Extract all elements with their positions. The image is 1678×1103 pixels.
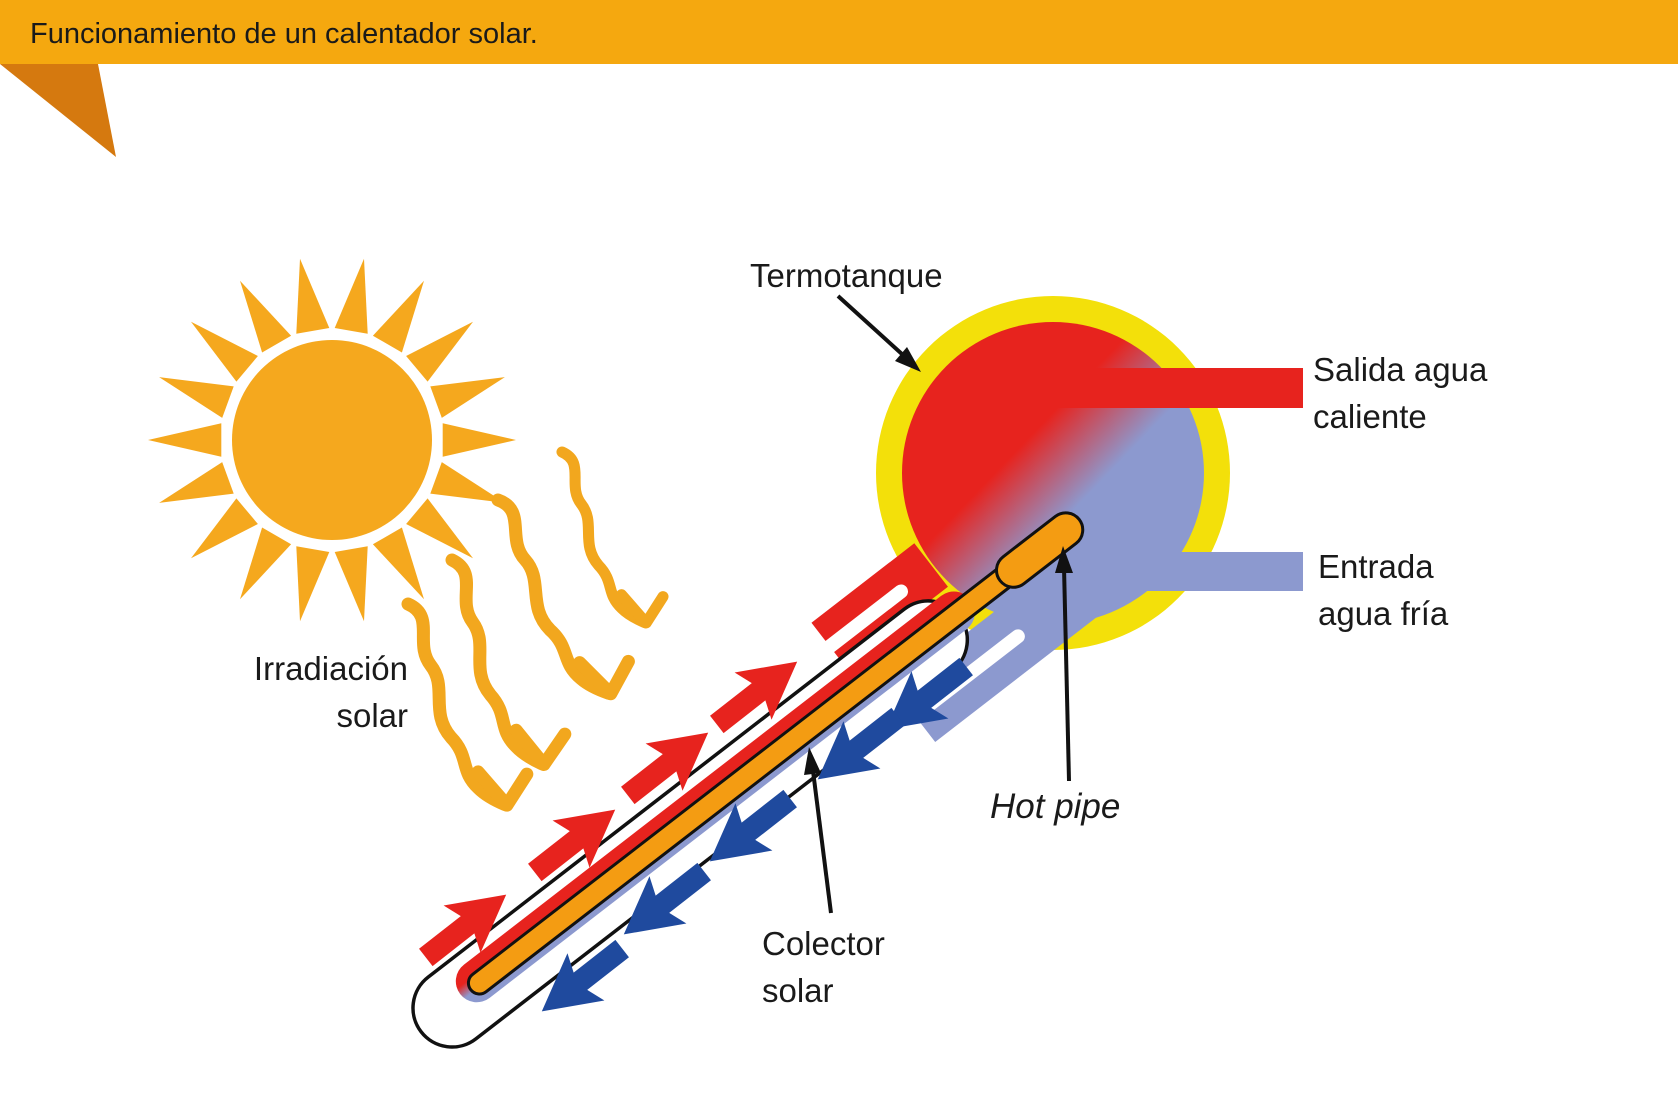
sun-ray-icon (159, 462, 234, 503)
label-termotanque: Termotanque (750, 257, 943, 294)
sun-ray-icon (148, 423, 222, 457)
diagram-labels: Termotanque Salida agua caliente Entrada… (254, 257, 1488, 1009)
label-irradiacion-line1: Irradiación (254, 650, 408, 687)
label-irradiacion-line2: solar (336, 697, 408, 734)
sun-ray-icon (240, 280, 292, 353)
glass-highlight (789, 584, 909, 680)
header-bar (0, 0, 1678, 64)
sun-ray-icon (296, 546, 330, 622)
sun-ray-icon (372, 280, 424, 353)
label-entrada-line2: agua fría (1318, 595, 1449, 632)
sun-ray-icon (296, 258, 330, 334)
sun-ray-icon (406, 498, 473, 559)
label-colector-line2: solar (762, 972, 834, 1009)
sun-rays (148, 258, 516, 622)
sun-ray-icon (334, 546, 368, 622)
sun-ray-icon (240, 527, 292, 600)
sun-ray-icon (430, 377, 505, 418)
hot-pipe-annotation-arrow-icon (1062, 566, 1071, 782)
hot-pipe-annotation-arrowhead-icon (1055, 546, 1073, 573)
termotanque-tank (876, 296, 1303, 650)
sun-icon (148, 258, 516, 622)
termotanque-annotation-arrow-icon (836, 294, 905, 357)
irradiation-wave-icon (452, 550, 568, 772)
sun-ray-icon (406, 321, 473, 382)
label-salida-line1: Salida agua (1313, 351, 1488, 388)
hot-water-outlet-pipe (1055, 368, 1303, 408)
label-entrada-line1: Entrada (1318, 548, 1434, 585)
sun-ray-icon (191, 498, 258, 559)
annotation-arrows (804, 294, 1073, 914)
colector-annotation-arrow-icon (810, 762, 833, 914)
irradiation-wave-icon (562, 441, 666, 631)
label-salida-line2: caliente (1313, 398, 1427, 435)
label-hot-pipe: Hot pipe (990, 787, 1120, 826)
page-title: Funcionamiento de un calentador solar. (30, 18, 538, 50)
sun-ray-icon (159, 377, 234, 418)
sun-ray-icon (191, 321, 258, 382)
colector-annotation-arrowhead-icon (804, 747, 821, 775)
header-fold-triangle (0, 64, 116, 157)
sun-disc (232, 340, 432, 540)
irradiation-waves (408, 441, 666, 815)
sun-ray-icon (372, 527, 424, 600)
label-colector-line1: Colector (762, 925, 885, 962)
sun-ray-icon (430, 462, 505, 503)
hot-pipe-condenser-tip (995, 511, 1085, 589)
sun-ray-icon (334, 258, 368, 334)
termotanque-annotation-arrowhead-icon (895, 347, 921, 372)
sun-ray-icon (442, 423, 516, 457)
